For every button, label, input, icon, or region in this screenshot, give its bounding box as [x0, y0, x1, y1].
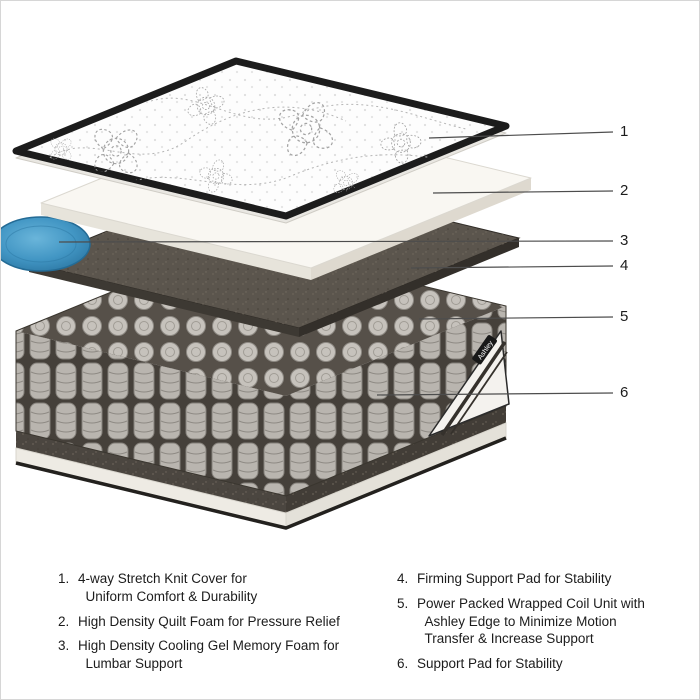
legend-item-text: Support Pad for Stability — [417, 656, 563, 672]
legend-item-number: 4. — [397, 571, 409, 586]
legend-item-2: 2. High Density Quilt Foam for Pressure … — [58, 613, 387, 631]
legend-item-3: 3. High Density Cooling Gel Memory Foam … — [58, 637, 387, 673]
callout-line-6 — [376, 392, 614, 396]
legend-item-text: High Density Cooling Gel Memory Foam for… — [78, 638, 340, 672]
cover-layer — [12, 57, 510, 224]
callout-line-1 — [428, 131, 614, 139]
legend-item-text: Firming Support Pad for Stability — [417, 571, 612, 586]
callout-number-5: 5 — [620, 308, 629, 325]
gel-foam-layer — [1, 216, 91, 272]
legend-item-text: Power Packed Wrapped Coil Unit with Ashl… — [417, 595, 645, 647]
callout-line-3 — [58, 240, 614, 243]
legend-item-text: 4-way Stretch Knit Cover for Uniform Com… — [78, 571, 258, 604]
callout-number-4: 4 — [620, 257, 629, 274]
callout-number-1: 1 — [620, 123, 629, 140]
legend-item-number: 2. — [58, 613, 70, 629]
legend-item-number: 1. — [58, 571, 70, 586]
callout-lines — [58, 131, 614, 396]
callout-line-5 — [418, 316, 614, 320]
callout-number-2: 2 — [620, 182, 629, 199]
legend: 1. 4-way Stretch Knit Cover for Uniform … — [58, 570, 669, 680]
legend-item-number: 6. — [397, 656, 409, 672]
callout-line-4 — [410, 265, 614, 269]
brand-tag — [472, 335, 497, 365]
legend-item-5: 5. Power Packed Wrapped Coil Unit with A… — [397, 595, 669, 648]
ashley-edge-tag: Ashley — [428, 330, 510, 437]
callout-number-3: 3 — [620, 232, 629, 249]
legend-item-4: 4. Firming Support Pad for Stability — [397, 570, 669, 588]
mattress-exploded-figure: Ashley — [1, 57, 614, 530]
legend-column-right: 4. Firming Support Pad for Stability 5. … — [397, 570, 669, 680]
legend-item-1: 1. 4-way Stretch Knit Cover for Uniform … — [58, 570, 387, 606]
cover-floral-pattern — [45, 85, 467, 197]
legend-column-left: 1. 4-way Stretch Knit Cover for Uniform … — [58, 570, 387, 680]
callout-line-2 — [432, 190, 614, 194]
legend-item-text: High Density Quilt Foam for Pressure Rel… — [78, 613, 340, 629]
base-layer — [15, 422, 507, 530]
callout-number-6: 6 — [620, 384, 629, 401]
legend-item-number: 3. — [58, 638, 70, 654]
legend-item-6: 6. Support Pad for Stability — [397, 655, 669, 673]
legend-item-number: 5. — [397, 595, 409, 611]
